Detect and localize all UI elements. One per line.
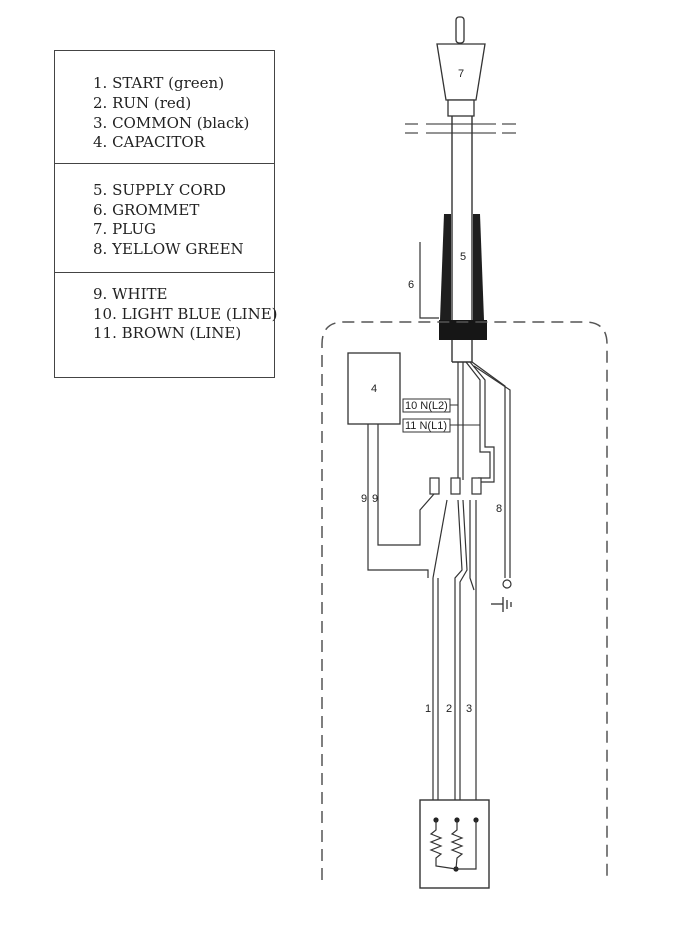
white-wire-label-a: 9 xyxy=(361,493,367,505)
wires xyxy=(367,361,511,820)
legend-item-supply-cord: 5. SUPPLY CORD xyxy=(93,181,226,199)
wire-run-b xyxy=(454,499,463,820)
winding-coils xyxy=(429,820,477,870)
cord-sleeve-right xyxy=(473,214,484,320)
legend-item-plug: 7. PLUG xyxy=(93,220,156,238)
plug-neck xyxy=(447,99,475,117)
wire-white-left xyxy=(367,424,429,578)
common-lead xyxy=(456,820,477,870)
wire-white-right xyxy=(377,424,435,546)
legend-item-light-blue: 10. LIGHT BLUE (LINE) xyxy=(93,305,278,323)
callout-neutral-l2: 10 N(L2) xyxy=(405,400,448,412)
start-winding-icon xyxy=(429,820,457,870)
legend-group-line-wires: 9. WHITE 10. LIGHT BLUE (LINE) 11. BROWN… xyxy=(55,273,278,379)
legend-item-yellow-green: 8. YELLOW GREEN xyxy=(93,240,244,258)
cord-sleeve-left xyxy=(440,214,451,320)
run-wire-label: 2 xyxy=(446,703,452,715)
common-wire-label: 3 xyxy=(466,703,472,715)
start-wire-label: 1 xyxy=(425,703,431,715)
supply-cord: 5 xyxy=(440,116,484,363)
white-wire-label-b: 9 xyxy=(372,493,378,505)
legend-group-cord-parts: 5. SUPPLY CORD 6. GROMMET 7. PLUG 8. YEL… xyxy=(55,164,274,273)
wire-yellow-green xyxy=(471,361,506,578)
legend-item-run: 2. RUN (red) xyxy=(93,94,192,112)
legend-item-common: 3. COMMON (black) xyxy=(93,114,250,132)
ground-icon xyxy=(491,597,512,612)
line-callouts: 10 N(L2) 11 N(L1) xyxy=(402,398,480,433)
capacitor-label: 4 xyxy=(371,383,377,395)
legend-item-white: 9. WHITE xyxy=(93,285,168,303)
legend-box: 1. START (green) 2. RUN (red) 3. COMMON … xyxy=(54,50,278,379)
supply-cord-label: 5 xyxy=(460,251,466,263)
terminal-connector-right xyxy=(471,477,482,495)
wire-common-inner xyxy=(469,500,475,591)
plug-pin xyxy=(455,16,465,44)
motor-housing-outline xyxy=(321,321,608,880)
wire-brown-line-inner xyxy=(469,361,495,483)
wire-brown-line xyxy=(465,361,491,479)
grommet: 6 xyxy=(408,242,487,340)
terminal-connector-middle xyxy=(450,477,461,495)
earth-ring xyxy=(502,579,512,589)
wire-yellow-green-inner xyxy=(473,365,511,578)
terminal-connector-left xyxy=(429,477,440,495)
earth-terminal xyxy=(491,579,512,612)
plug-label: 7 xyxy=(458,68,464,80)
wire-run-b-inner xyxy=(459,499,468,820)
legend-item-capacitor: 4. CAPACITOR xyxy=(93,133,205,151)
plug: 7 xyxy=(436,16,486,117)
grommet-leader-line xyxy=(419,242,439,319)
cable-break-marks xyxy=(405,123,516,134)
legend-item-grommet: 6. GROMMET xyxy=(93,201,200,219)
plug-body xyxy=(436,43,486,101)
capacitor-body xyxy=(347,352,401,425)
terminal-block xyxy=(429,477,482,495)
motor-winding xyxy=(419,799,490,889)
callout-neutral-l1: 11 N(L1) xyxy=(405,420,447,432)
grommet-body xyxy=(439,320,487,340)
run-winding-icon xyxy=(450,820,464,870)
capacitor: 4 xyxy=(347,352,401,425)
legend-item-start: 1. START (green) xyxy=(93,74,225,92)
motor-winding-box xyxy=(419,799,490,889)
legend-item-brown: 11. BROWN (LINE) xyxy=(93,324,242,342)
grommet-label: 6 xyxy=(408,279,414,291)
yellow-green-label: 8 xyxy=(496,503,502,515)
legend-group-motor-wires: 1. START (green) 2. RUN (red) 3. COMMON … xyxy=(55,51,274,164)
wire-run xyxy=(432,499,448,579)
